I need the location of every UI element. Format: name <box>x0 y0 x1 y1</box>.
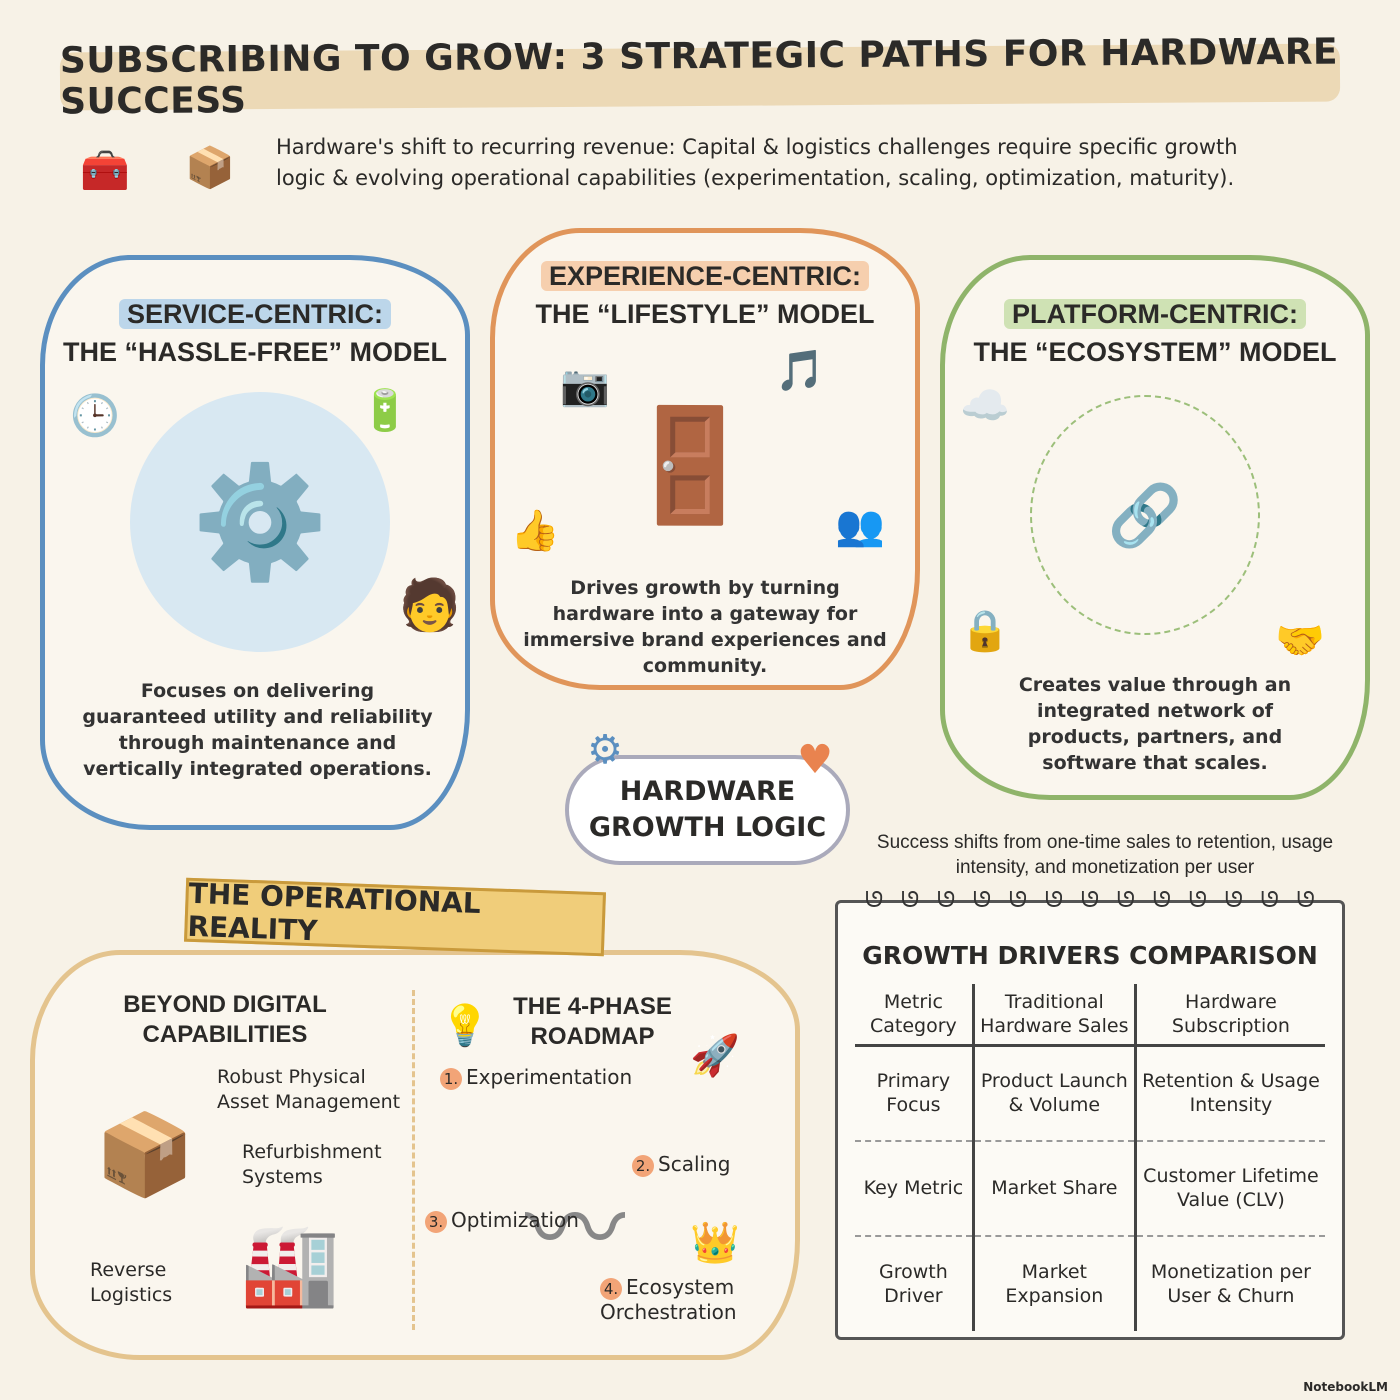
door-walking-person-icon: 🚪 <box>621 400 759 529</box>
camera-icon: 📷 <box>560 362 610 409</box>
heart-icon: ♥ <box>797 737 833 783</box>
table-title: GROWTH DRIVERS COMPARISON <box>862 941 1318 970</box>
center-line2: GROWTH LOGIC <box>588 812 827 843</box>
table-cell: Primary Focus <box>855 1045 974 1142</box>
table-cell: Growth Driver <box>879 1260 948 1307</box>
table-cell: Retention & Usage Intensity <box>1133 1045 1325 1142</box>
experience-centric-panel <box>490 228 920 690</box>
operational-banner: THE OPERATIONAL REALITY <box>184 877 606 957</box>
table-cell: Key Metric <box>855 1140 974 1237</box>
column-header: Hardware Subscription <box>1133 984 1325 1047</box>
success-note: Success shifts from one-time sales to re… <box>876 832 1334 878</box>
platform-subheading: THE “ECOSYSTEM” MODEL <box>973 337 1337 367</box>
table-cell: Market Expansion <box>971 1235 1136 1331</box>
watermark: NotebookLM <box>1303 1380 1388 1394</box>
roadmap-step-1: 1.Experimentation <box>440 1065 632 1090</box>
service-heading: SERVICE-CENTRIC: <box>50 296 460 332</box>
service-description: Focuses on delivering guaranteed utility… <box>82 680 433 780</box>
platform-description: Creates value through an integrated netw… <box>1018 674 1292 774</box>
table-cell: Customer Lifetime Value (CLV) <box>1133 1140 1325 1237</box>
warehouse-truck-icon: 🏭 <box>240 1218 340 1311</box>
gear-icon: ⚙ <box>587 727 623 773</box>
table-cell: Product Launch & Volume <box>971 1045 1136 1142</box>
community-icon: 👥 <box>835 502 885 549</box>
table-cell: Monetization per User & Churn <box>1133 1235 1325 1331</box>
column-header: Traditional Hardware Sales <box>971 984 1136 1047</box>
beyond-item: Robust Physical Asset Management <box>217 1066 401 1113</box>
experience-description: Drives growth by turning hardware into a… <box>523 577 887 677</box>
rocket-icon: 🚀 <box>690 1032 740 1079</box>
clock-icon: 🕒 <box>70 392 120 439</box>
gear-wrench-icon: ⚙️ <box>130 392 390 652</box>
operational-panel <box>30 950 800 1360</box>
comparison-table: Metric Category Traditional Hardware Sal… <box>855 984 1325 1331</box>
person-icon: 🧑 <box>398 575 462 634</box>
experience-heading: EXPERIENCE-CENTRIC: <box>500 258 910 294</box>
column-header: Metric Category <box>855 984 974 1047</box>
lock-icon: 🔒 <box>960 607 1010 654</box>
center-line1: HARDWARE <box>619 776 796 807</box>
toolbox-icon: 🧰 <box>80 147 130 194</box>
table-row: Growth Driver Market Expansion Monetizat… <box>855 1235 1325 1331</box>
battery-icon: 🔋 <box>360 387 410 434</box>
table-row: Key Metric Market Share Customer Lifetim… <box>855 1140 1325 1237</box>
roadmap-heading: THE 4-PHASE ROADMAP <box>513 993 672 1050</box>
service-subheading: THE “HASSLE-FREE” MODEL <box>62 337 447 367</box>
platform-heading: PLATFORM-CENTRIC: <box>950 296 1360 332</box>
intro-text: Hardware's shift to recurring revenue: C… <box>276 135 1238 190</box>
handshake-icon: 🤝 <box>1275 617 1325 664</box>
thumbs-up-icon: 👍 <box>510 507 560 554</box>
cloud-icon: ☁️ <box>960 382 1010 429</box>
table-row: Primary Focus Product Launch & Volume Re… <box>855 1045 1325 1142</box>
hardware-growth-logic-hub: HARDWARE GROWTH LOGIC <box>565 755 850 865</box>
page-title: SUBSCRIBING TO GROW: 3 STRATEGIC PATHS F… <box>59 31 1341 123</box>
roadmap-step-4: 4.Ecosystem Orchestration <box>600 1275 737 1324</box>
beyond-item: Reverse Logistics <box>90 1259 173 1306</box>
divider <box>412 990 415 1330</box>
network-hub-icon: 🔗 <box>1030 395 1260 635</box>
growth-drivers-notebook: GROWTH DRIVERS COMPARISON Metric Categor… <box>835 900 1345 1340</box>
boxes-stack-icon: 📦 <box>95 1108 195 1201</box>
box-icon: 📦 <box>185 145 235 191</box>
table-header-row: Metric Category Traditional Hardware Sal… <box>855 984 1325 1047</box>
lightbulb-icon: 💡 <box>440 1002 490 1049</box>
beyond-item: Refurbishment Systems <box>242 1141 382 1188</box>
crown-icon: 👑 <box>690 1220 740 1266</box>
beyond-heading: BEYOND DIGITAL CAPABILITIES <box>123 991 327 1048</box>
experience-subheading: THE “LIFESTYLE” MODEL <box>535 299 875 329</box>
table-cell: Market Share <box>971 1140 1136 1237</box>
music-note-icon: 🎵 <box>775 347 825 394</box>
winding-road-icon: 〰 <box>525 1170 625 1288</box>
roadmap-step-2: 2.Scaling <box>632 1152 730 1177</box>
roadmap-step-3: 3.Optimization <box>425 1208 579 1233</box>
